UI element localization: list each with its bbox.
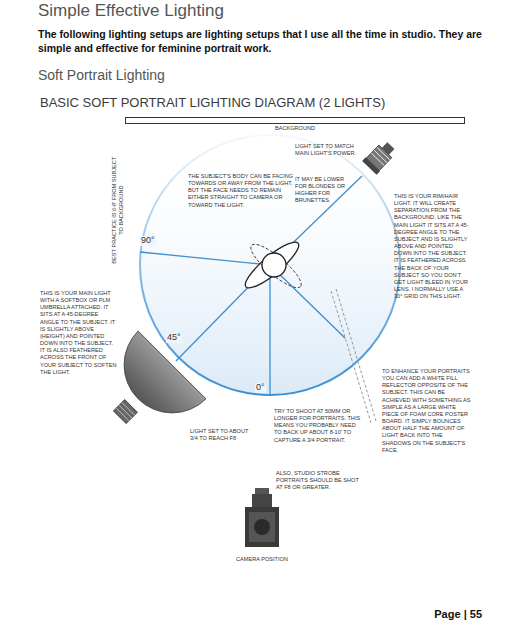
main-light-softbox: [86, 331, 206, 451]
background-bar: BACKGROUND: [125, 117, 465, 124]
page-number: Page | 55: [410, 608, 482, 620]
hair-color-note: IT MAY BE LOWER FOR BLONDES OR HIGHER FO…: [295, 176, 357, 205]
page-heading: Simple Effective Lighting: [38, 2, 498, 21]
aperture-note: ALSO, STUDIO STROBE PORTRAITS SHOULD BE …: [276, 470, 366, 491]
angle-circle: [140, 135, 400, 395]
subject-note: THE SUBJECT'S BODY CAN BE FACING TOWARDS…: [188, 173, 294, 209]
angle-label: 90°: [140, 236, 156, 246]
background-label: BACKGROUND: [126, 125, 464, 132]
angle-label: 45°: [166, 333, 182, 343]
rim-power-note: LIGHT SET TO MATCH MAIN LIGHT'S POWER.: [295, 143, 357, 157]
main-power-note: LIGHT SET TO ABOUT 3/4 TO REACH F8: [190, 428, 250, 442]
reflector-board: [331, 289, 376, 423]
camera-icon: [245, 488, 279, 547]
main-light-note: THIS IS YOUR MAIN LIGHT WITH A SOFTBOX O…: [40, 290, 118, 376]
rim-light: [362, 139, 398, 175]
reflector-note: TO ENHANCE YOUR PORTRAITS YOU CAN ADD A …: [382, 368, 472, 454]
lens-note: TRY TO SHOOT AT 50MM OR LONGER FOR PORTR…: [274, 408, 362, 444]
angle-label: 0°: [255, 383, 266, 393]
camera-label: CAMERA POSITION: [212, 556, 312, 563]
distance-note: BEST PRACTICE IS 6-8' FROM SUBJECT TO BA…: [111, 155, 125, 265]
intro-paragraph: The following lighting setups are lighti…: [38, 27, 488, 55]
subject-figure: [240, 236, 306, 293]
rim-light-note: THIS IS YOUR RIM/HAIR LIGHT. IT WILL CRE…: [394, 193, 470, 300]
section-heading: Soft Portrait Lighting: [38, 68, 338, 83]
diagram-title: BASIC SOFT PORTRAIT LIGHTING DIAGRAM (2 …: [40, 96, 385, 110]
angle-lines: [140, 176, 362, 395]
